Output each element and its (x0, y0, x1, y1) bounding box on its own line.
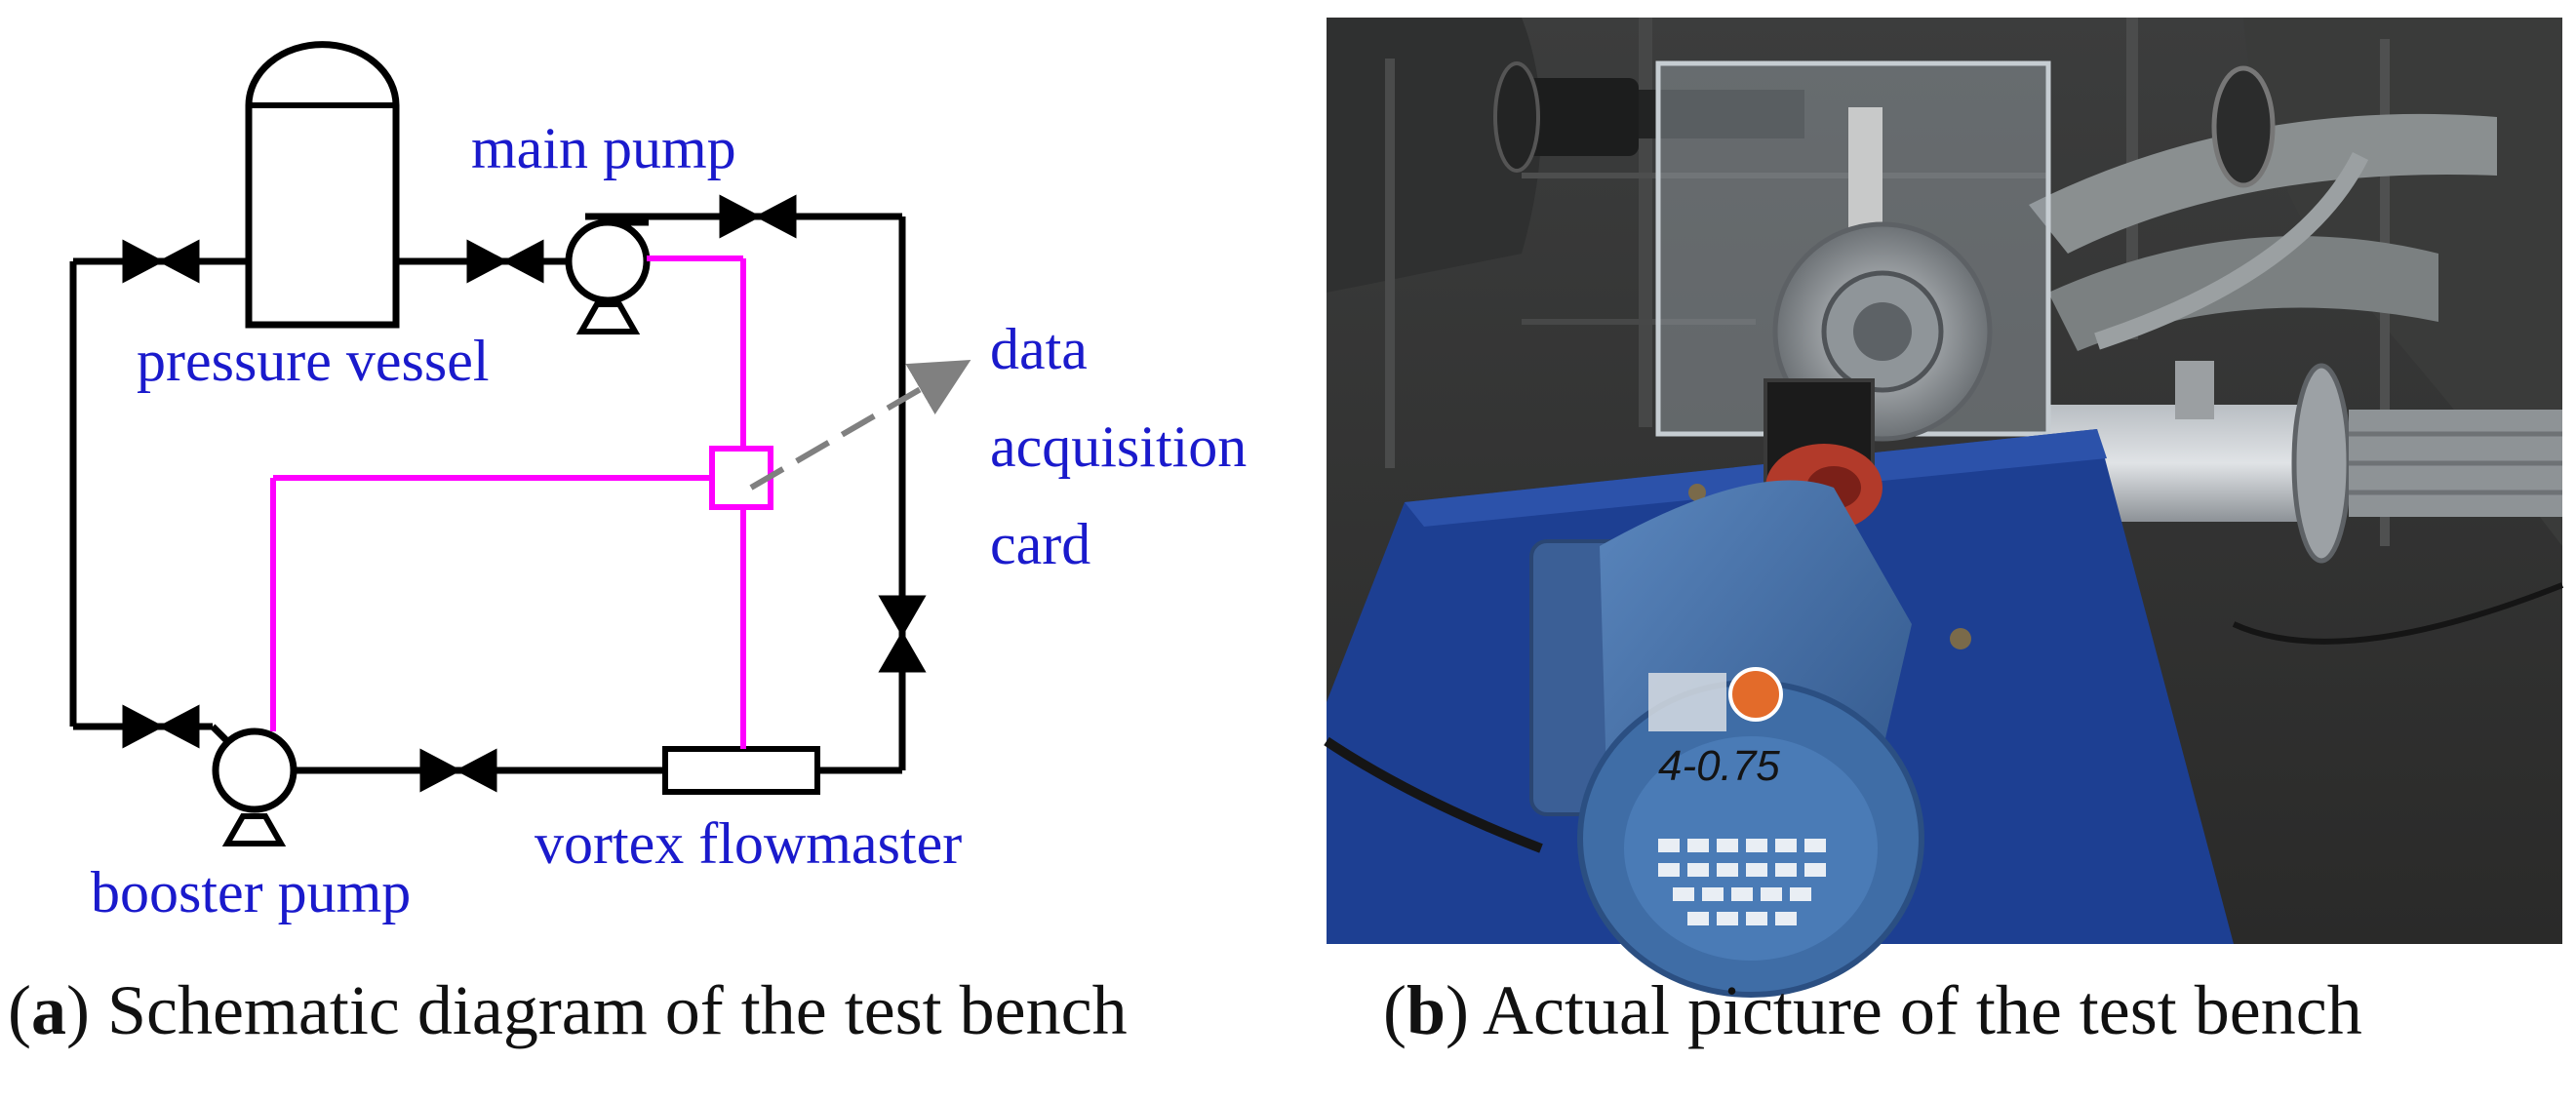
main-pump-symbol (565, 218, 651, 334)
data-acquisition-card-symbol (709, 446, 773, 510)
photo-motor-marking: 4-0.75 (1658, 742, 1780, 790)
photo-motor: 4-0.75 (1529, 480, 1924, 998)
booster-pump-symbol (210, 724, 302, 846)
valve-top-middle (466, 239, 544, 284)
booster-pump-label: booster pump (91, 860, 411, 924)
caption-a-text: Schematic diagram of the test bench (106, 971, 1128, 1049)
pressure-vessel (245, 41, 400, 329)
data-acquisition-arrow (749, 359, 971, 491)
data-label-line-3: card (990, 512, 1090, 576)
data-label-line-2: acquisition (990, 414, 1247, 479)
pressure-vessel-label: pressure vessel (137, 329, 490, 393)
signal-wiring (270, 256, 746, 749)
caption-b-text: Actual picture of the test bench (1483, 971, 2362, 1049)
caption-b-letter: b (1406, 971, 1447, 1049)
caption-panel-a: (a) Schematic diagram of the test bench (8, 971, 1128, 1049)
valve-top-left (122, 239, 200, 284)
pipe-network (69, 213, 906, 774)
caption-a-letter: a (30, 971, 66, 1049)
data-label-line-1: data (990, 317, 1088, 381)
vortex-flowmaster-symbol (662, 746, 820, 795)
valve-bottom-left (122, 704, 200, 749)
test-bench-photo: 4-0.75 (1324, 18, 2564, 998)
main-pump-label: main pump (471, 116, 736, 180)
valve-bottom-middle (419, 748, 497, 793)
vortex-flowmaster-label: vortex flowmaster (535, 811, 962, 876)
valve-top-right (719, 194, 797, 239)
schematic-panel: main pump pressure vessel data acquisiti… (69, 41, 1247, 924)
caption-panel-b: (b) Actual picture of the test bench (1383, 971, 2362, 1049)
valve-right-vertical (878, 595, 927, 673)
